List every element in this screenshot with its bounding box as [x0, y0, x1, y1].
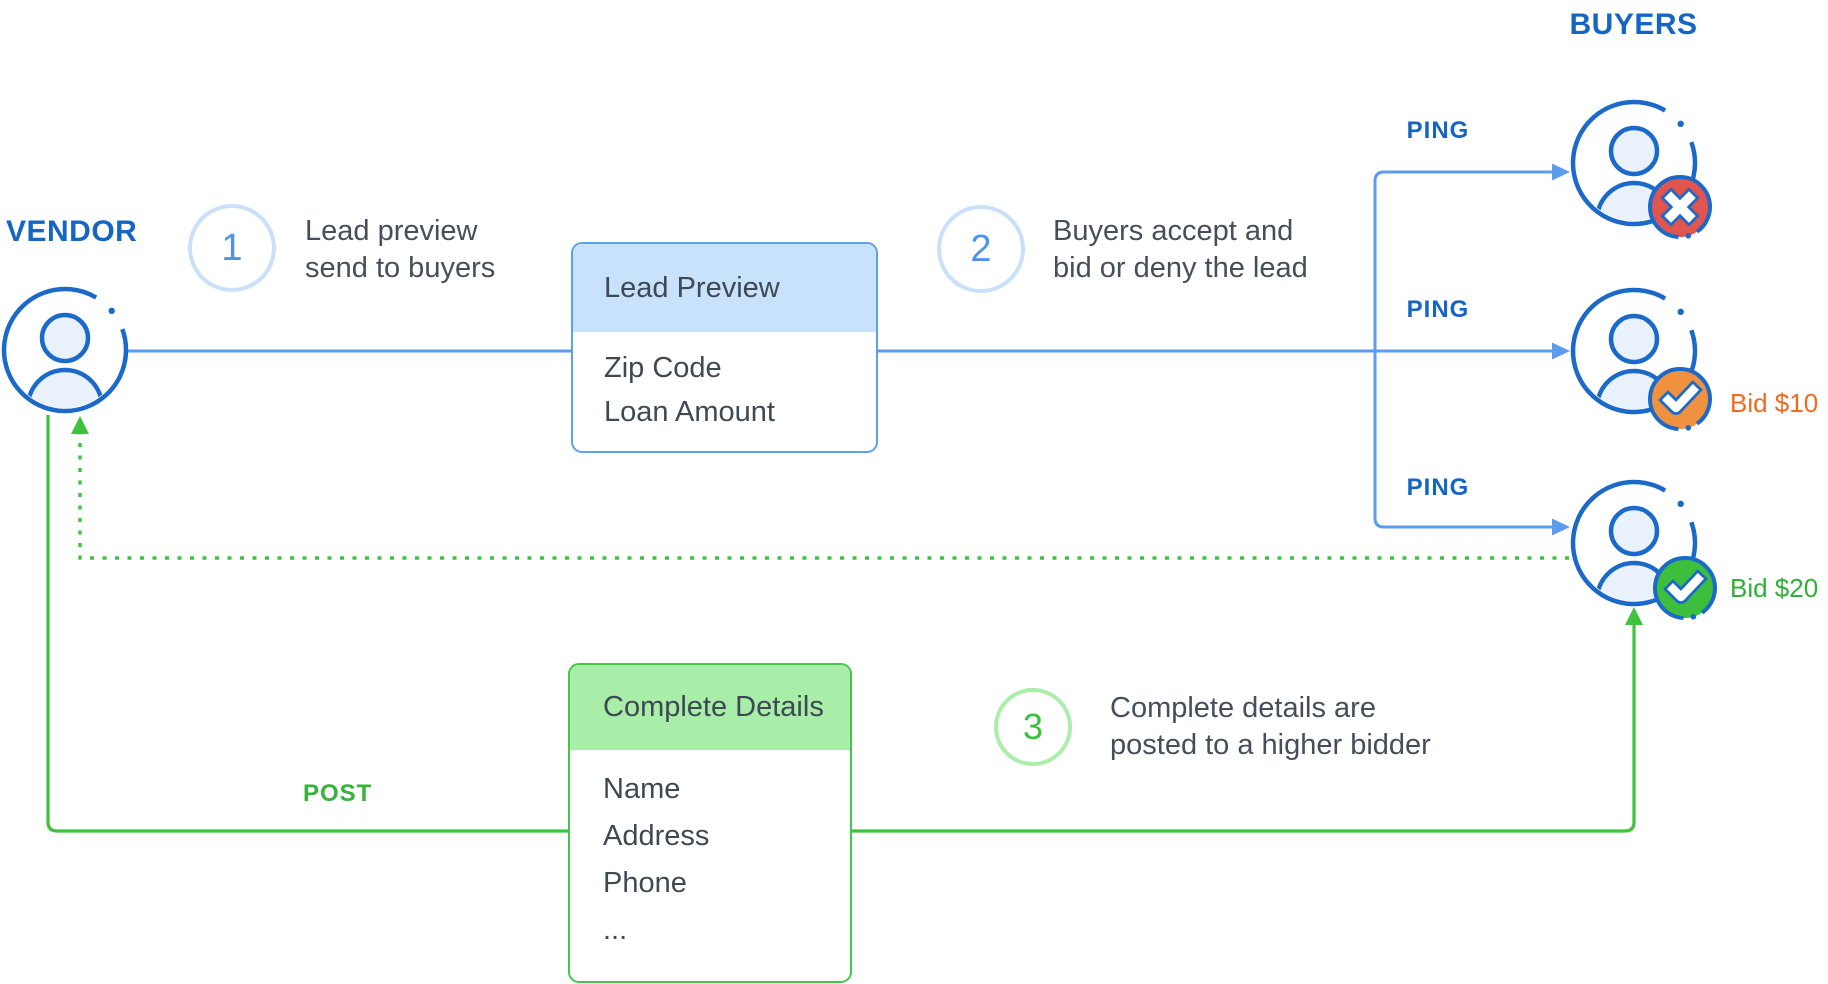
- ping-line-top: [1373, 170, 1554, 351]
- details-field-name: Name: [603, 773, 681, 805]
- complete-details-card-body: Name Address Phone ...: [570, 750, 850, 954]
- vendor-label: VENDOR: [6, 215, 138, 248]
- details-field-address: Address: [603, 820, 710, 852]
- ping-label-buyer3: PING: [1406, 474, 1470, 501]
- step-3-line2: posted to a higher bidder: [1110, 729, 1431, 761]
- complete-details-card-header: Complete Details: [570, 665, 850, 750]
- step-1-line1: Lead preview: [305, 215, 478, 247]
- ping-arrowheads: [1552, 163, 1570, 536]
- details-field-phone: Phone: [603, 867, 687, 899]
- step-2-description: Buyers accept and bid or deny the lead: [1053, 213, 1308, 287]
- lead-field-loan-amount: Loan Amount: [604, 396, 775, 428]
- post-label: POST: [303, 780, 373, 807]
- step-3-line1: Complete details are: [1110, 692, 1376, 724]
- step-2-badge: 2: [937, 205, 1025, 293]
- lead-preview-card-body: Zip Code Loan Amount: [573, 332, 876, 434]
- winning-bid-arrowhead: [71, 416, 89, 434]
- deny-badge-icon: [1648, 175, 1712, 239]
- ping-label-buyer2: PING: [1406, 296, 1470, 323]
- step-1-line2: send to buyers: [305, 252, 496, 284]
- step-1-badge: 1: [188, 204, 276, 292]
- winning-bid-dotted-line: [78, 434, 1569, 560]
- bid-amount-buyer2: Bid $10: [1730, 388, 1819, 418]
- lead-field-zip-code: Zip Code: [604, 352, 722, 384]
- lead-preview-card-header: Lead Preview: [573, 244, 876, 332]
- accept-badge-green-icon: [1653, 556, 1717, 620]
- step-3-badge: 3: [994, 688, 1072, 766]
- step-3-description: Complete details are posted to a higher …: [1110, 690, 1431, 764]
- lead-preview-card: Lead Preview Zip Code Loan Amount: [571, 242, 878, 453]
- step-2-line2: bid or deny the lead: [1053, 252, 1308, 284]
- buyers-title: BUYERS: [1569, 8, 1698, 41]
- step-1-description: Lead preview send to buyers: [305, 213, 495, 287]
- step-2-line1: Buyers accept and: [1053, 215, 1294, 247]
- ping-label-buyer1: PING: [1406, 117, 1470, 144]
- complete-details-card: Complete Details Name Address Phone ...: [568, 663, 852, 983]
- details-field-more: ...: [603, 914, 628, 946]
- vendor-avatar-icon: [0, 272, 143, 444]
- accept-badge-orange-icon: [1648, 367, 1712, 431]
- post-arrowhead: [1625, 607, 1643, 625]
- bid-amount-buyer3: Bid $20: [1730, 573, 1819, 603]
- ping-line-bottom: [1373, 351, 1554, 529]
